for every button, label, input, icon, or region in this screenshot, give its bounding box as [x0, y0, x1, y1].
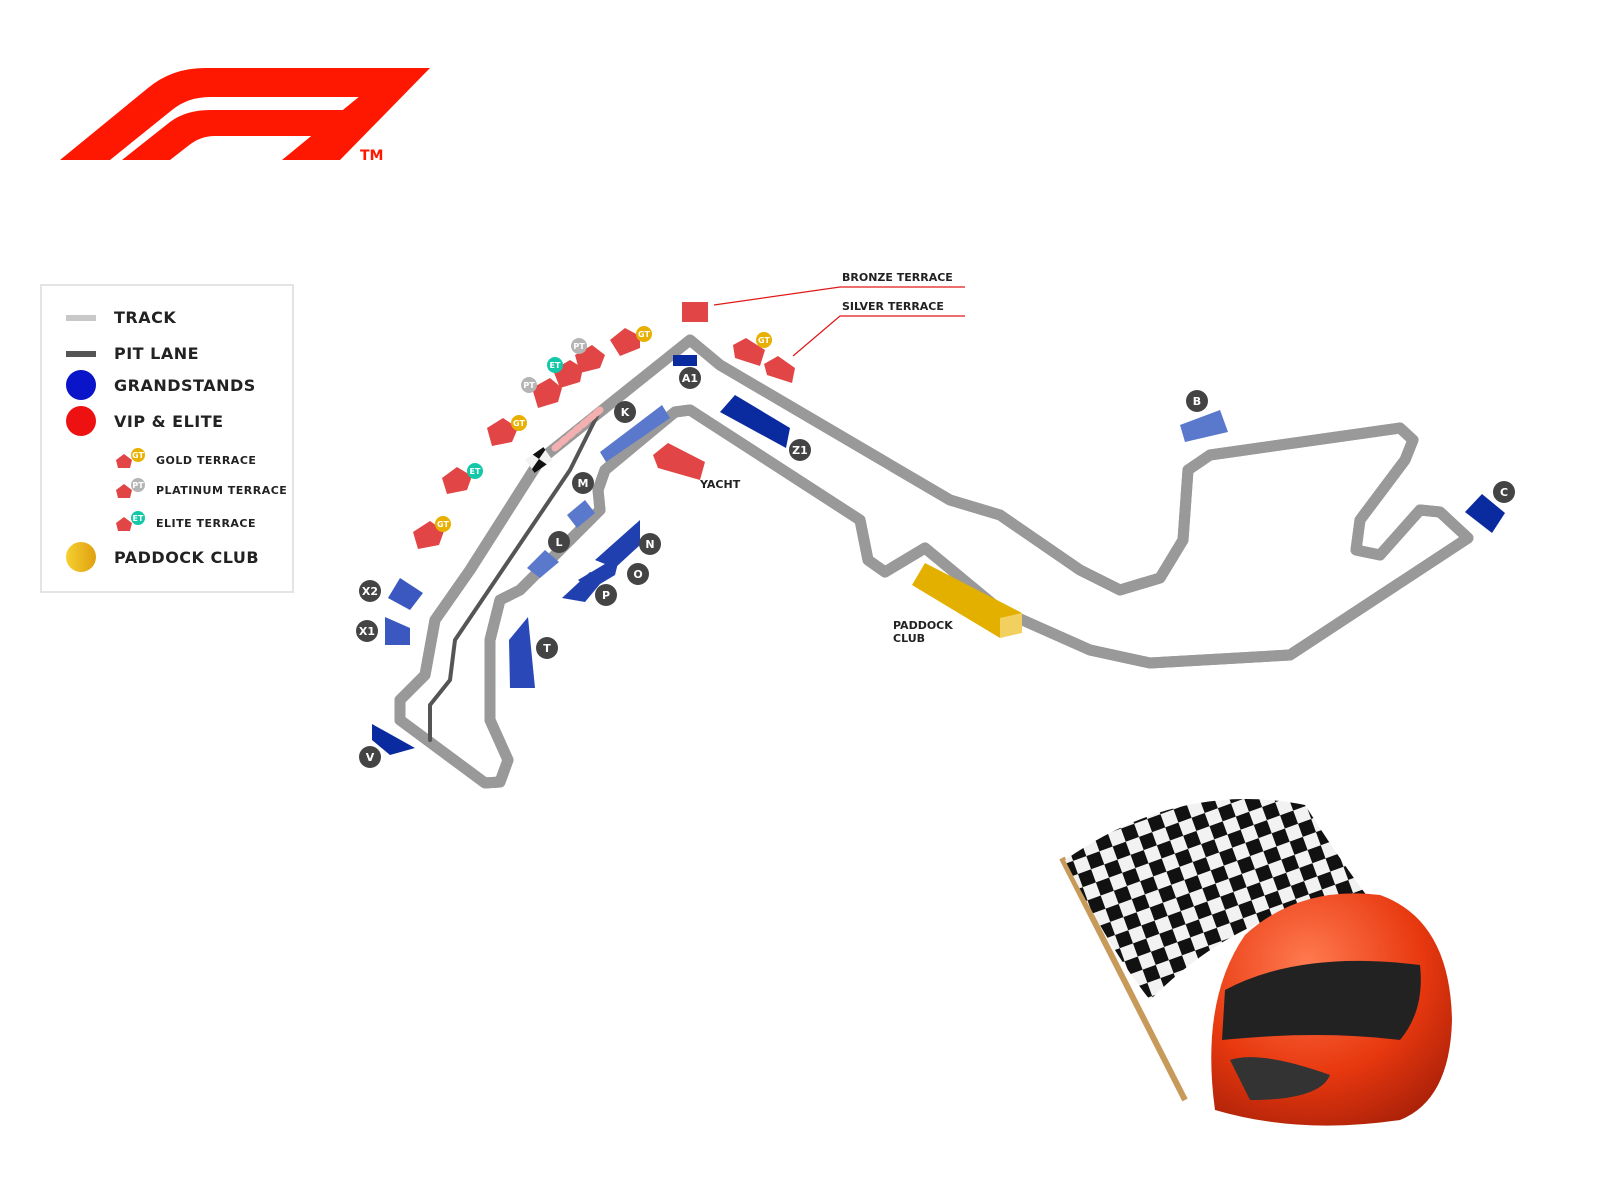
checkered-flag-icon [1059, 799, 1370, 1102]
finish-line-flag-icon [525, 447, 553, 473]
svg-text:Z1: Z1 [792, 444, 808, 457]
vip-dot-icon [66, 406, 96, 436]
grandstand-marker-x2: X2 [359, 580, 381, 602]
legend-gold-terrace: GT GOLD TERRACE [114, 448, 256, 472]
paddock-club-label-2: CLUB [893, 632, 925, 645]
grandstand-marker-x1: X1 [356, 620, 378, 642]
svg-text:K: K [621, 406, 630, 419]
svg-text:GT: GT [638, 330, 650, 339]
legend-pit-lane: PIT LANE [66, 344, 199, 363]
svg-text:V: V [366, 751, 375, 764]
svg-text:GT: GT [758, 336, 770, 345]
gold-terrace-icon: GT [116, 448, 145, 468]
legend-track: TRACK [66, 308, 176, 327]
trademark: TM [360, 148, 383, 164]
grandstand-markers[interactable]: A1 K Z1 M L N O P T X2 X1 V B C [356, 367, 1515, 768]
grandstand-marker-v: V [359, 746, 381, 768]
legend-paddock-club: PADDOCK CLUB [66, 542, 259, 572]
svg-text:X2: X2 [362, 585, 378, 598]
terrace-badge-gt: GT [756, 332, 772, 348]
racing-helmet-icon [1211, 893, 1452, 1126]
svg-text:A1: A1 [682, 372, 698, 385]
platinum-terrace-icon: PT [116, 478, 145, 498]
terrace-badge-gt: GT [636, 326, 652, 342]
svg-text:T: T [543, 642, 551, 655]
terrace-badge-gt: GT [435, 516, 451, 532]
paddock-dot-icon [66, 542, 96, 572]
legend: TRACK PIT LANE GRANDSTANDS VIP & ELITE G… [40, 284, 294, 593]
svg-text:PT: PT [523, 381, 535, 390]
legend-platinum-terrace: PT PLATINUM TERRACE [114, 478, 287, 502]
elite-terrace-icon: ET [116, 511, 145, 531]
svg-text:L: L [555, 536, 562, 549]
legend-vip: VIP & ELITE [66, 406, 224, 436]
svg-text:GT: GT [513, 419, 525, 428]
paddock-club-label: PADDOCK [893, 619, 953, 632]
yacht-label: YACHT [699, 478, 741, 491]
grandstand-marker-k: K [614, 401, 636, 423]
grandstand-marker-z1: Z1 [789, 439, 811, 461]
svg-text:ET: ET [133, 514, 144, 523]
svg-text:B: B [1193, 395, 1201, 408]
legend-elite-terrace: ET ELITE TERRACE [114, 511, 256, 535]
bronze-terrace-label: BRONZE TERRACE [842, 271, 953, 284]
legend-grandstands: GRANDSTANDS [66, 370, 256, 400]
grandstand-marker-m: M [572, 472, 594, 494]
track [394, 334, 1474, 789]
svg-text:GT: GT [437, 520, 449, 529]
svg-text:P: P [602, 589, 610, 602]
svg-text:M: M [578, 477, 589, 490]
terrace-badge-et: ET [467, 463, 483, 479]
silver-terrace-label: SILVER TERRACE [842, 300, 944, 313]
terrace-badge-et: ET [547, 357, 563, 373]
grandstand-marker-l: L [548, 531, 570, 553]
grandstand-dot-icon [66, 370, 96, 400]
svg-text:C: C [1500, 486, 1508, 499]
svg-text:PT: PT [573, 342, 585, 351]
grandstand-marker-a1: A1 [679, 367, 701, 389]
svg-text:O: O [633, 568, 642, 581]
grandstand-marker-t: T [536, 637, 558, 659]
track-swatch-icon [66, 314, 96, 321]
f1-logo: TM [60, 68, 430, 164]
terrace-badge-pt: PT [521, 377, 537, 393]
pit-lane-swatch-icon [66, 350, 96, 357]
terrace-badge-pt: PT [571, 338, 587, 354]
grandstands [372, 355, 1505, 755]
grandstand-marker-o: O [627, 563, 649, 585]
pit-lane [428, 408, 602, 742]
svg-text:ET: ET [550, 361, 561, 370]
svg-text:PT: PT [132, 481, 144, 490]
grandstand-marker-n: N [639, 533, 661, 555]
grandstand-marker-p: P [595, 584, 617, 606]
grandstand-marker-b: B [1186, 390, 1208, 412]
svg-text:N: N [645, 538, 654, 551]
svg-text:ET: ET [470, 467, 481, 476]
start-grid [551, 406, 604, 452]
grandstand-marker-c: C [1493, 481, 1515, 503]
svg-text:X1: X1 [359, 625, 375, 638]
terrace-badges[interactable]: GT PT ET PT GT ET GT GT [435, 326, 772, 532]
svg-text:GT: GT [132, 451, 144, 460]
callout-lines [713, 286, 965, 357]
terrace-badge-gt: GT [511, 415, 527, 431]
